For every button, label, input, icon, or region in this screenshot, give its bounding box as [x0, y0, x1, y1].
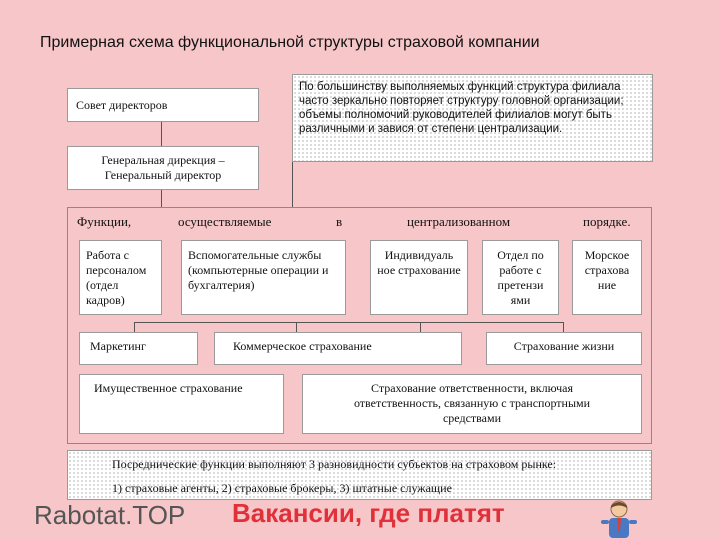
branch-note-text: По большинству выполняемых функций струк…	[299, 81, 624, 135]
watermark-slogan: Вакансии, где платят	[232, 498, 505, 528]
board-of-directors-label: Совет директоров	[76, 98, 168, 112]
connector-bus	[134, 322, 564, 323]
auxiliary-services-label: Вспомогательные службы (компьютерные опе…	[188, 248, 329, 292]
marketing-box: Маркетинг	[79, 332, 198, 365]
functions-word-2: осуществляемые	[178, 214, 272, 229]
commercial-insurance-box: Коммерческое страхование	[214, 332, 462, 365]
intermediary-line-1: Посреднические функции выполняют 3 разно…	[112, 457, 557, 471]
marketing-label: Маркетинг	[90, 339, 146, 353]
connector-drop-commercial	[296, 322, 297, 332]
claims-department-label: Отдел по работе с претензи ями	[497, 248, 544, 307]
watermark-site-logo: Rabotat.TOP	[34, 500, 186, 530]
individual-insurance-label: Индивидуаль ное страхование	[377, 248, 461, 277]
connector-drop-life	[563, 322, 564, 332]
liability-insurance-label: Страхование ответственности, включая отв…	[353, 381, 591, 425]
connector-drop-marketing	[134, 322, 135, 332]
page-title: Примерная схема функциональной структуры…	[40, 34, 540, 51]
personnel-box: Работа с персоналом (отдел кадров)	[79, 240, 162, 315]
life-insurance-box: Страхование жизни	[486, 332, 642, 365]
functions-word-3: в	[336, 214, 343, 229]
branch-note-box: По большинству выполняемых функций струк…	[292, 74, 653, 162]
marine-insurance-label: Морское страхова ние	[584, 248, 630, 292]
general-directorate-label: Генеральная дирекция – Генеральный дирек…	[101, 153, 225, 182]
auxiliary-services-box: Вспомогательные службы (компьютерные опе…	[181, 240, 346, 315]
intermediary-line-2: 1) страховые агенты, 2) страховые брокер…	[112, 481, 452, 495]
connector-drop-commercial-right	[420, 322, 421, 332]
connector-note-panel	[292, 162, 293, 207]
claims-department-box: Отдел по работе с претензи ями	[482, 240, 559, 315]
connector-general-panel	[161, 190, 162, 207]
general-directorate-box: Генеральная дирекция – Генеральный дирек…	[67, 146, 259, 190]
life-insurance-label: Страхование жизни	[513, 339, 615, 353]
individual-insurance-box: Индивидуаль ное страхование	[370, 240, 468, 315]
board-of-directors-box: Совет директоров	[67, 88, 259, 122]
property-insurance-box: Имущественное страхование	[79, 374, 284, 434]
functions-word-1: Функции,	[77, 214, 132, 229]
centralized-functions-panel	[67, 207, 652, 444]
functions-word-5: порядке.	[583, 214, 631, 229]
marine-insurance-box: Морское страхова ние	[572, 240, 642, 315]
person-icon	[601, 500, 637, 538]
functions-word-4: централизованном	[407, 214, 511, 229]
personnel-label: Работа с персоналом (отдел кадров)	[86, 248, 147, 307]
property-insurance-label: Имущественное страхование	[94, 381, 243, 395]
commercial-insurance-label: Коммерческое страхование	[233, 339, 372, 353]
liability-insurance-box: Страхование ответственности, включая отв…	[302, 374, 642, 434]
intermediary-functions-box: Посреднические функции выполняют 3 разно…	[67, 450, 652, 500]
connector-board-general	[161, 122, 162, 146]
